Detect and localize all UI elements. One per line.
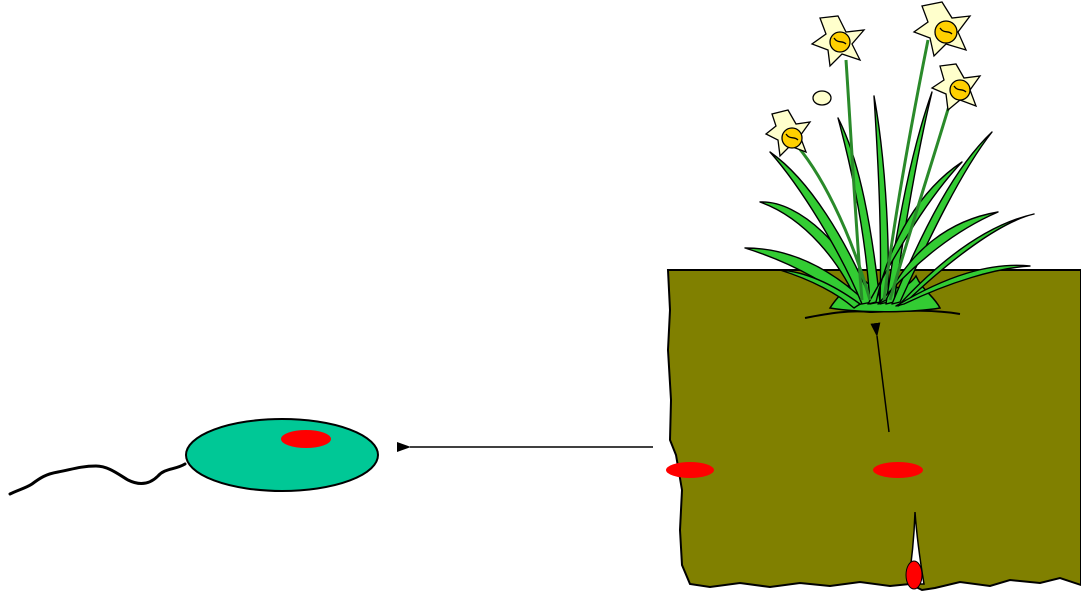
daffodil-flower-icon [766, 110, 810, 156]
daffodil-flower-icon [812, 16, 864, 66]
daffodil-flower-icon [932, 64, 980, 110]
daffodil-flower-icon [914, 2, 970, 56]
marker-bottom-crack [906, 561, 922, 589]
marker-center-soil [873, 462, 923, 478]
daffodil-plant-icon [745, 40, 1034, 308]
marker-left-soil [666, 462, 714, 478]
cell-tail [10, 464, 185, 494]
sperm-cell-icon [186, 419, 378, 491]
soil-block [668, 270, 1081, 590]
daffodil-bud-icon [813, 91, 831, 105]
marker-in-cell [281, 430, 331, 448]
